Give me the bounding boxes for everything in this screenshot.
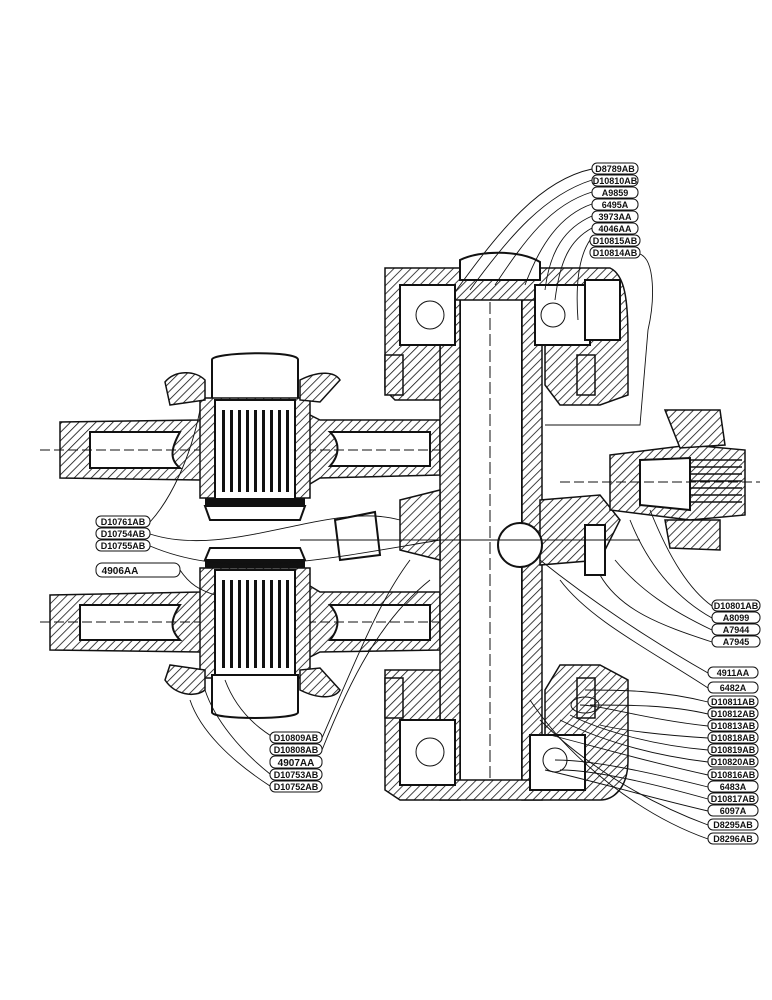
label-bottom-left-2: 4907AA (278, 758, 315, 769)
label-right-lower-1: 6482A (720, 683, 747, 693)
label-left-big: 4906AA (102, 566, 139, 577)
spline-stripe (246, 410, 249, 492)
spline-stripe (278, 410, 281, 492)
label-top-6: D10815AB (593, 236, 638, 246)
label-top-5: 4046AA (598, 224, 632, 234)
label-right-lower-9: 6483A (720, 782, 747, 792)
mechanical-drawing (40, 251, 760, 801)
label-right-lower-12: D8295AB (713, 820, 753, 830)
label-right-lower-4: D10813AB (711, 721, 756, 731)
spline-stripe (278, 580, 281, 668)
spline-stripe (246, 580, 249, 668)
upper-splined-gear (164, 352, 341, 521)
spline-stripe (222, 410, 225, 492)
label-right-upper-1: A8099 (723, 613, 750, 623)
label-right-lower-7: D10820AB (711, 757, 756, 767)
label-top-0: D8789AB (595, 164, 635, 174)
left-labels: D10761AB D10754AB D10755AB 4906AA (95, 515, 181, 578)
label-right-lower-3: D10812AB (711, 709, 756, 719)
lower-splined-gear (164, 547, 341, 719)
label-top-2: A9859 (602, 188, 629, 198)
spline-stripe (262, 580, 265, 668)
label-bottom-left-4: D10752AB (274, 782, 319, 792)
label-right-upper-0: D10801AB (714, 601, 759, 611)
label-top-1: D10810AB (593, 176, 638, 186)
label-left-1: D10754AB (101, 529, 146, 539)
spline-stripe (286, 410, 289, 492)
lower-gear-splines (222, 580, 289, 668)
label-right-upper-2: A7944 (723, 625, 750, 635)
label-right-lower-5: D10818AB (711, 733, 756, 743)
label-top-4: 3973AA (598, 212, 632, 222)
spline-stripe (262, 410, 265, 492)
label-top-3: 6495A (602, 200, 629, 210)
label-bottom-left-1: D10808AB (274, 745, 319, 755)
label-top-7: D10814AB (593, 248, 638, 258)
pinion-teeth (690, 459, 742, 503)
upper-gear-splines (222, 410, 289, 492)
label-bottom-left-3: D10753AB (274, 770, 319, 780)
spline-stripe (286, 580, 289, 668)
bottom-left-labels: D10809AB D10808AB 4907AA D10753AB D10752… (269, 731, 323, 793)
spline-stripe (254, 580, 257, 668)
spline-stripe (238, 580, 241, 668)
label-left-0: D10761AB (101, 517, 146, 527)
spline-stripe (230, 410, 233, 492)
spline-stripe (222, 580, 225, 668)
spline-stripe (270, 580, 273, 668)
spline-stripe (238, 410, 241, 492)
label-right-upper-3: A7945 (723, 637, 750, 647)
label-right-lower-10: D10817AB (711, 794, 756, 804)
leader-lines (149, 168, 713, 840)
label-right-lower-0: 4911AA (717, 668, 750, 678)
label-left-2: D10755AB (101, 541, 146, 551)
right-upper-labels: D10801AB A8099 A7944 A7945 (711, 599, 761, 648)
spline-stripe (270, 410, 273, 492)
label-right-lower-11: 6097A (720, 806, 747, 816)
label-right-lower-6: D10819AB (711, 745, 756, 755)
label-right-lower-8: D10816AB (711, 770, 756, 780)
top-labels: D8789AB D10810AB A9859 6495A 3973AA 4046… (589, 162, 641, 259)
differential-center (300, 489, 640, 576)
spline-stripe (230, 580, 233, 668)
label-right-lower-13: D8296AB (713, 834, 753, 844)
label-right-lower-2: D10811AB (711, 697, 756, 707)
label-bottom-left-0: D10809AB (274, 733, 319, 743)
pinion-assembly (560, 409, 760, 551)
upper-brake-housing (384, 251, 629, 406)
spline-stripe (254, 410, 257, 492)
right-lower-labels: 4911AA 6482A D10811AB D10812AB D10813AB … (707, 666, 759, 845)
